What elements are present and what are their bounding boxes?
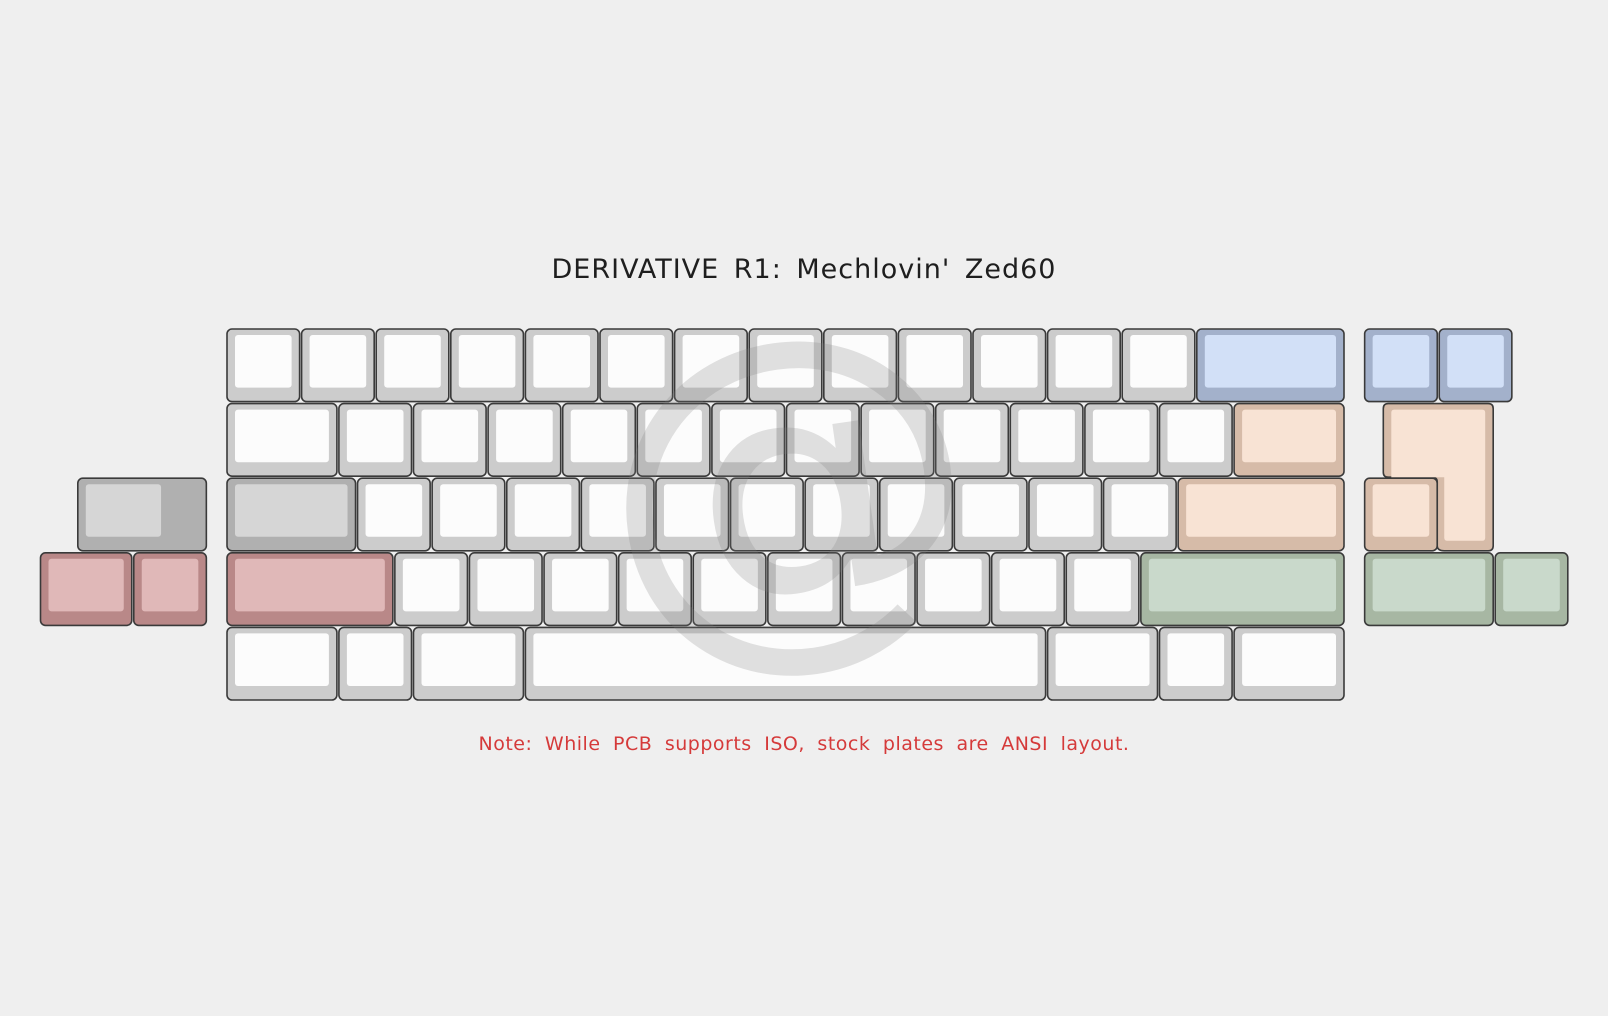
key-white	[599, 328, 674, 403]
key-white	[356, 477, 431, 552]
key-white	[487, 402, 562, 478]
key-white	[1028, 477, 1103, 552]
key-white	[1121, 328, 1196, 403]
layout-title: DERIVATIVE R1: Mechlovin' Zed60	[551, 254, 1057, 285]
key-red	[39, 551, 133, 627]
key-white	[580, 477, 655, 552]
key-white	[226, 626, 338, 701]
key-white	[1158, 402, 1233, 478]
key-white	[636, 402, 711, 478]
key-gray	[77, 477, 208, 552]
key-white	[673, 328, 748, 403]
key-white	[822, 328, 898, 403]
key-white	[1233, 626, 1345, 701]
key-white	[375, 328, 450, 403]
key-white	[1158, 626, 1233, 701]
key-white	[505, 477, 581, 552]
key-white	[878, 477, 954, 552]
key-white	[412, 402, 487, 478]
key-white	[804, 477, 879, 552]
key-white	[1065, 551, 1140, 627]
key-blue	[1363, 328, 1439, 403]
key-white	[468, 551, 543, 627]
key-green	[1140, 551, 1345, 627]
key-white	[1046, 626, 1159, 701]
key-white	[729, 477, 804, 552]
key-blue	[1196, 328, 1345, 403]
key-green	[1363, 551, 1495, 627]
key-white	[655, 477, 730, 552]
key-white	[767, 551, 842, 627]
key-white	[338, 626, 413, 701]
key-white	[338, 402, 413, 478]
key-white	[916, 551, 991, 627]
key-iso-enter	[1382, 402, 1494, 552]
key-white	[300, 328, 376, 403]
key-white	[543, 551, 618, 627]
key-white	[226, 328, 301, 403]
key-white	[394, 551, 469, 627]
key-white	[561, 402, 637, 478]
key-white	[431, 477, 506, 552]
key-white	[524, 626, 1047, 701]
key-white	[449, 328, 525, 403]
key-white	[934, 402, 1010, 478]
key-white	[748, 328, 823, 403]
key-white	[1009, 402, 1084, 478]
key-white	[1084, 402, 1159, 478]
key-white	[785, 402, 860, 478]
key-white	[1102, 477, 1177, 552]
key-white	[990, 551, 1066, 627]
key-white	[1046, 328, 1121, 403]
layout-note: Note: While PCB supports ISO, stock plat…	[478, 733, 1130, 755]
key-white	[841, 551, 916, 627]
key-gray	[226, 477, 357, 552]
key-red	[132, 551, 208, 627]
key-white	[897, 328, 972, 403]
key-red	[226, 551, 394, 627]
key-white	[226, 402, 338, 478]
key-white	[412, 626, 525, 701]
key-white	[972, 328, 1047, 403]
key-peach	[1363, 477, 1439, 552]
key-white	[524, 328, 599, 403]
key-white	[617, 551, 693, 627]
key-white	[692, 551, 767, 627]
key-white	[711, 402, 786, 478]
key-white	[953, 477, 1028, 552]
key-peach	[1177, 477, 1345, 552]
key-green	[1494, 551, 1569, 627]
key-white	[860, 402, 935, 478]
key-blue	[1438, 328, 1513, 403]
key-peach	[1233, 402, 1345, 478]
